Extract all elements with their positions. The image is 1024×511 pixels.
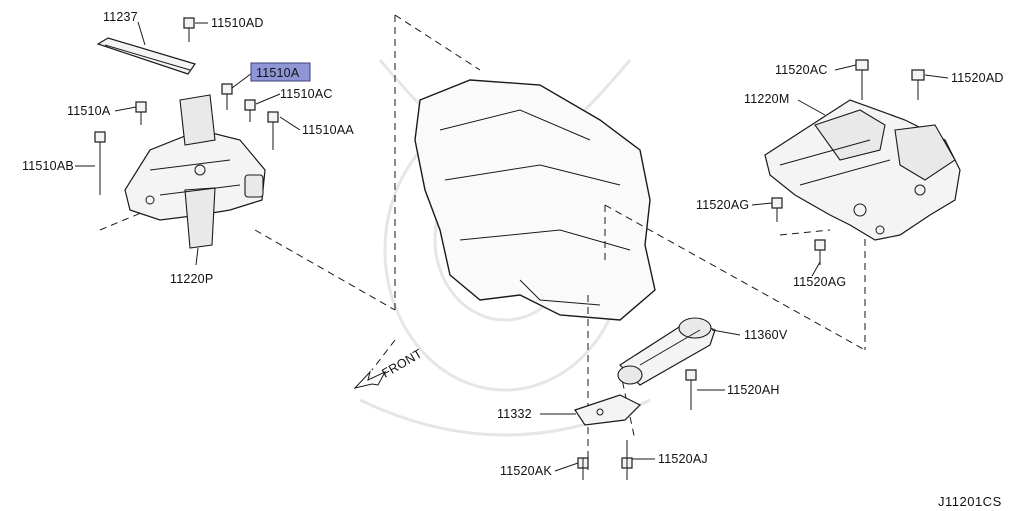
mount-11220M[interactable]: [764, 99, 961, 241]
label-11510AA[interactable]: 11510AA: [302, 123, 354, 137]
label-11220P[interactable]: 11220P: [170, 272, 213, 286]
label-11520AG-a[interactable]: 11520AG: [696, 198, 749, 212]
bolt-11520AD: [911, 69, 925, 100]
label-11510A[interactable]: 11510A: [67, 104, 111, 118]
label-11220M[interactable]: 11220M: [744, 92, 789, 106]
label-11510AB[interactable]: 11510AB: [22, 159, 74, 173]
bolt-11520AK: [577, 457, 589, 480]
label-11520AG-b[interactable]: 11520AG: [793, 275, 846, 289]
label-11510A-highlighted[interactable]: 11510A: [256, 66, 300, 80]
bolt-11510AC: [244, 99, 256, 122]
engine-outline: [414, 79, 656, 321]
bolt-11510A: [135, 101, 147, 125]
part-labels: 11237 11510AD 11510A 11510A 11510AC 1151…: [22, 10, 1004, 478]
bracket-11332[interactable]: [574, 394, 642, 426]
label-11520AJ[interactable]: 11520AJ: [658, 452, 708, 466]
bolts-left: [94, 17, 279, 195]
bolt-11520AC: [855, 59, 869, 100]
mount-11220P[interactable]: [124, 94, 266, 249]
bolt-11520AJ: [621, 440, 633, 480]
diagram-id: J11201CS: [938, 494, 1002, 509]
label-11520AD[interactable]: 11520AD: [951, 71, 1004, 85]
label-11520AC[interactable]: 11520AC: [775, 63, 828, 77]
highlight-box: [250, 62, 311, 82]
label-11510AC[interactable]: 11510AC: [280, 87, 333, 101]
bolt-11520AG-b: [814, 239, 826, 265]
label-11520AH[interactable]: 11520AH: [727, 383, 780, 397]
label-11237[interactable]: 11237: [103, 10, 138, 24]
front-arrow: FRONT: [353, 346, 425, 389]
bolt-11520AH: [685, 369, 697, 410]
bolt-11520AG-a: [771, 197, 783, 222]
label-11520AK[interactable]: 11520AK: [500, 464, 552, 478]
label-11510AD[interactable]: 11510AD: [211, 16, 264, 30]
bolt-11510A-hl: [221, 83, 233, 110]
torque-rod-11360V[interactable]: [617, 317, 716, 386]
bolt-11510AD: [183, 17, 195, 42]
bracket-11237[interactable]: [96, 37, 196, 75]
label-11332[interactable]: 11332: [497, 407, 532, 421]
bolts-lower: [577, 369, 697, 480]
label-11360V[interactable]: 11360V: [744, 328, 788, 342]
bolt-11510AA: [267, 111, 279, 150]
bolt-11510AB: [94, 131, 106, 195]
leader-lines: [75, 21, 949, 472]
